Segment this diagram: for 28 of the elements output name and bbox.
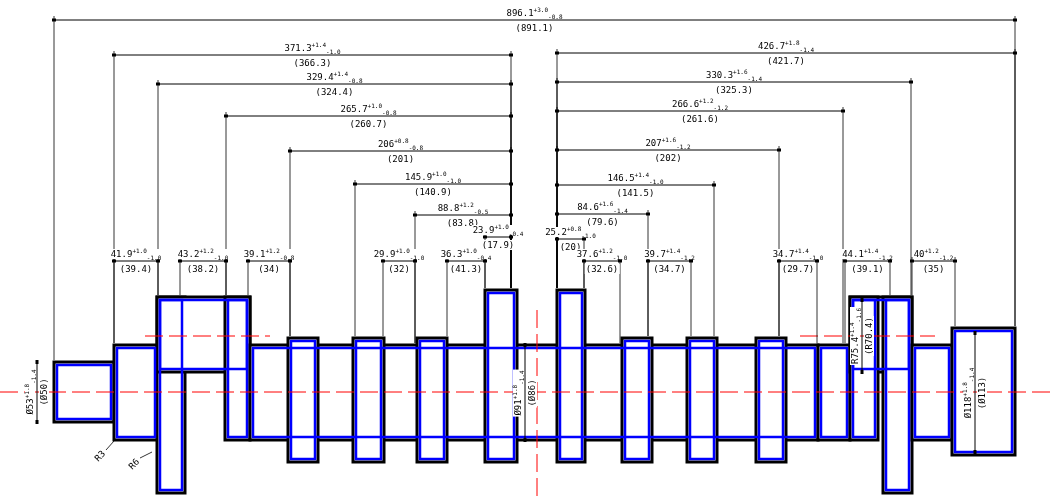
dimension-text: (34) [257, 264, 281, 274]
dimension-text: (140.9) [413, 187, 453, 197]
dimension-text: (35) [921, 264, 946, 274]
dimension-text: (79.6) [585, 217, 620, 227]
dimension-text: (201) [385, 154, 416, 164]
dimension-text: (39.4) [118, 264, 154, 274]
leader-line [139, 451, 153, 459]
dimension-text: (Ø50) [39, 377, 49, 407]
dimension-text: (202) [653, 153, 683, 163]
dimension-text: (325.3) [714, 85, 754, 95]
dimension-text: (141.5) [615, 188, 656, 198]
dimension-text: (38.2) [185, 264, 221, 274]
dimension-text: (29.7) [780, 264, 816, 274]
dimension-text: (261.6) [680, 114, 720, 124]
dimension-text: (324.4) [314, 87, 355, 97]
dimension-text: (Ø113) [977, 375, 987, 410]
dimension-text: (39.1) [850, 264, 885, 274]
dimension-text: (32.6) [584, 264, 620, 274]
dimension-text: (260.7) [348, 119, 389, 129]
dimension-text: (17.9) [480, 240, 516, 250]
leader-line [105, 440, 115, 451]
dimension-text: (R70.4) [864, 316, 874, 356]
dimension-text: (891.1) [514, 23, 555, 33]
dimension-text: (34.7) [652, 264, 687, 274]
dimension-text: (366.3) [292, 58, 333, 68]
dimension-text: (41.3) [448, 264, 484, 274]
dimension-text: (32) [387, 264, 411, 274]
dimension-text: (421.7) [766, 56, 806, 66]
